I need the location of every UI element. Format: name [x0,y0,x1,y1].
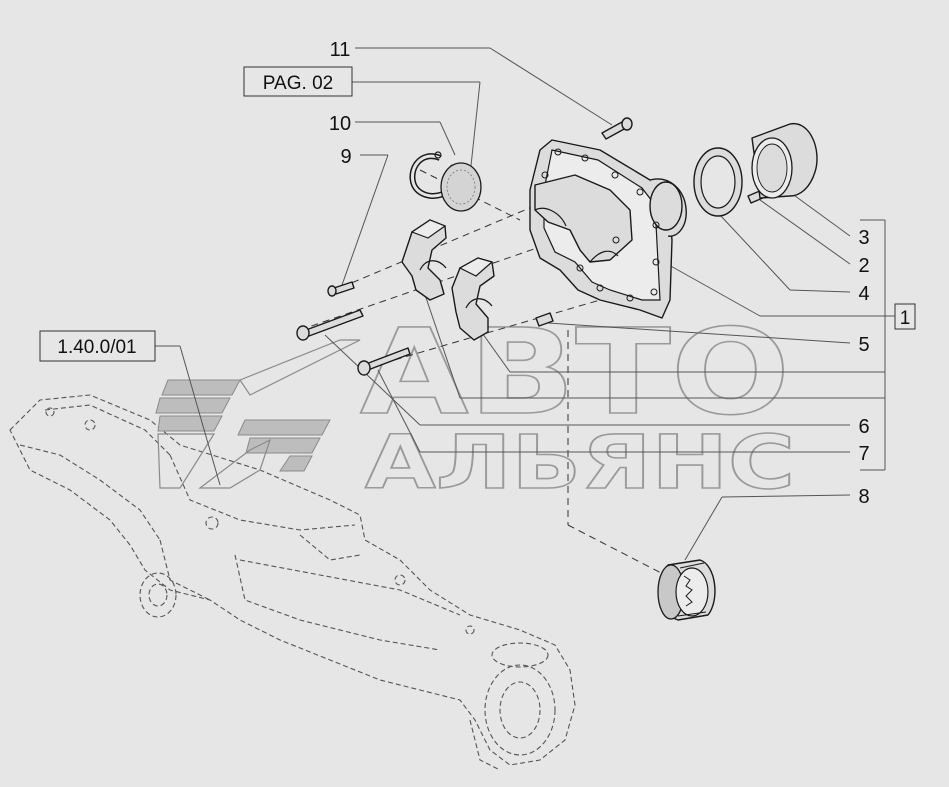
assembly-ref-label: 1.40.0/01 [57,337,136,358]
part-4-seal-ring [693,147,743,217]
callout-8: 8 [858,486,869,508]
callout-4: 4 [858,283,869,305]
callout-7: 7 [858,443,869,465]
axle-housing-outline [9,394,576,771]
callout-2: 2 [858,255,869,277]
assembly-ref-box: 1.40.0/01 [39,330,156,362]
callout-numbers: 11 10 9 3 2 4 5 6 7 8 [329,39,870,508]
pag-ref-box: PAG. 02 [243,66,353,97]
callout-5: 5 [858,334,869,356]
part-7-long-bolt [357,347,411,376]
callout-3: 3 [858,227,869,249]
part-11-bolt [601,117,633,140]
bearing-cap-lower [451,257,495,341]
differential-support-housing [529,139,687,319]
callout-9: 9 [340,146,351,168]
part-3-bushing [751,123,818,199]
watermark-line2: АЛЬЯНС [365,420,795,506]
callout-10: 10 [329,113,351,135]
leader-lines [155,47,895,561]
callout-11: 11 [330,39,351,61]
part-8-splined-sleeve [657,559,716,621]
group-box-label: 1 [900,308,911,329]
part-6-long-bolt [296,309,364,341]
callout-6: 6 [858,416,869,438]
part-pag02-shim [440,162,482,212]
part-5-pin [535,312,554,327]
bearing-cap-upper [401,219,447,301]
group-box-1: 1 [894,303,916,330]
pag-ref-label: PAG. 02 [263,73,333,94]
part-9-bolt [327,281,355,297]
